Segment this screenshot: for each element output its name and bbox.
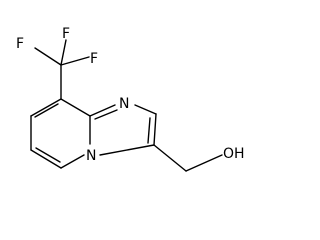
bond-c2-c3 xyxy=(153,113,157,146)
fluorine-left-label: F xyxy=(16,36,24,52)
bond-c5-n4 xyxy=(60,154,85,169)
atom-labels: F F F N N OH xyxy=(16,26,245,164)
bond-cf3-f-right xyxy=(60,56,90,66)
bond-n1-c2 xyxy=(134,104,157,115)
bond-c8a-c8 xyxy=(60,98,91,117)
bond-c8-c7 xyxy=(30,98,62,117)
bond-cf3-f-left xyxy=(34,47,62,66)
fluorine-top-label: F xyxy=(62,26,70,42)
molecule-structure: F F F N N OH xyxy=(16,26,245,172)
bridgehead-nitrogen-label: N xyxy=(86,148,96,164)
bond-c8-c7-double xyxy=(34,103,59,118)
bond-c6-c5 xyxy=(30,149,62,169)
bond-c3-ch2 xyxy=(153,144,187,172)
bond-c3-n4 xyxy=(99,144,155,156)
fluorine-right-label: F xyxy=(90,51,98,67)
hydroxyl-label: OH xyxy=(223,146,245,162)
bond-lines xyxy=(30,39,223,172)
bond-c8a-n1-double xyxy=(94,109,118,120)
bond-c2-c3-double xyxy=(147,117,151,144)
bond-c6-c5-double xyxy=(35,147,61,163)
bond-c8a-n1 xyxy=(89,104,116,117)
imidazole-nitrogen-label: N xyxy=(119,96,129,112)
bond-ch2-o xyxy=(185,154,223,172)
bond-cf3-f-top xyxy=(60,39,67,66)
